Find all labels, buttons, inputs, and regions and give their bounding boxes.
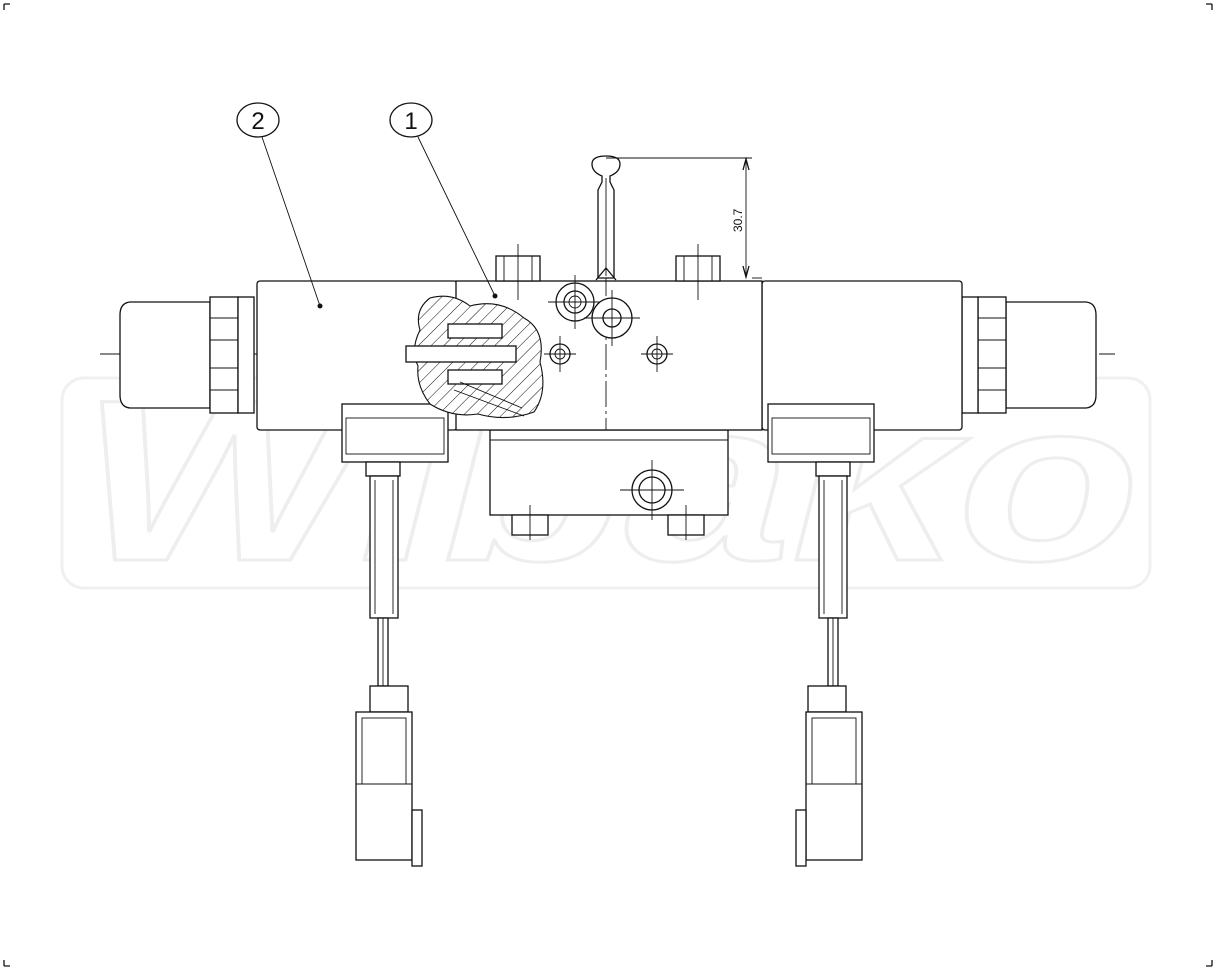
right-solenoid-ring (961, 296, 979, 414)
section-spool (405, 345, 517, 363)
left-cable-assembly (355, 461, 423, 867)
right-terminal-box (767, 403, 875, 463)
right-solenoid-cap (1005, 301, 1097, 409)
callout-1: 1 (389, 102, 498, 299)
callout-1-bubble (389, 102, 433, 138)
right-cable-assembly (795, 461, 863, 867)
manual-override-lever (591, 155, 621, 281)
left-solenoid-cap (119, 301, 211, 409)
left-solenoid-nut (209, 296, 239, 414)
dimension-label: 30.7 (731, 208, 745, 232)
left-connector (369, 685, 409, 713)
callout-1-leader (417, 136, 496, 297)
right-solenoid-nut (977, 296, 1007, 414)
callout-2: 2 (236, 102, 323, 309)
dimension: 30.7 (606, 156, 762, 280)
sub-plate (489, 429, 729, 540)
left-solenoid (119, 280, 458, 463)
callout-2-label: 2 (251, 108, 264, 135)
callout-2-bubble (236, 102, 280, 138)
callout-1-dot (492, 293, 498, 299)
valve-block (405, 244, 763, 431)
sheet-corner-marks (3, 3, 1213, 967)
callout-2-dot (317, 303, 323, 309)
left-solenoid-ring (237, 296, 255, 414)
left-terminal-box (341, 403, 449, 463)
right-solenoid (761, 280, 1097, 463)
callout-1-label: 1 (404, 108, 417, 135)
callout-2-leader (261, 136, 321, 307)
right-connector (807, 685, 847, 713)
